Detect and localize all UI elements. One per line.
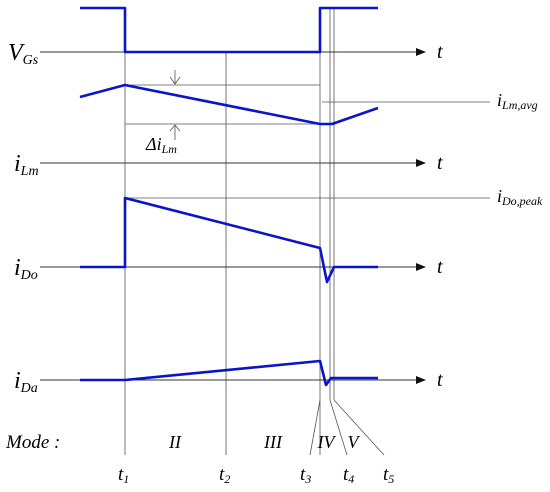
delta-ilm-top-arrow bbox=[169, 70, 181, 85]
ido-label: iDo bbox=[14, 255, 38, 283]
mode-iv-label: IV bbox=[317, 432, 337, 452]
t4-label: t4 bbox=[343, 464, 354, 486]
ido-peak-label: iDo,peak bbox=[497, 186, 543, 208]
vgs-waveform bbox=[80, 6, 378, 54]
t1-label: t1 bbox=[118, 464, 129, 486]
t2-label: t2 bbox=[219, 464, 230, 486]
t3-label: t3 bbox=[300, 464, 311, 486]
mode-ii-label: II bbox=[168, 432, 182, 452]
t5-slant-line bbox=[333, 399, 385, 456]
ido-waveform bbox=[80, 196, 378, 284]
ido-axis-t-label: t bbox=[437, 256, 443, 278]
ilm-avg-label: iLm,avg bbox=[497, 90, 538, 112]
delta-ilm-label: ΔiLm bbox=[145, 134, 177, 156]
t3-slant-line bbox=[309, 399, 321, 456]
ida-label: iDa bbox=[14, 368, 38, 396]
vgs-label: VGs bbox=[8, 40, 39, 68]
mode-label: Mode : bbox=[5, 432, 60, 453]
delta-ilm-bottom-arrow bbox=[169, 124, 181, 140]
vgs-axis-t-label: t bbox=[437, 41, 443, 63]
ilm-waveform bbox=[79, 83, 379, 126]
ida-axis-t-label: t bbox=[437, 369, 443, 391]
t5-label: t5 bbox=[383, 464, 394, 486]
ilm-label: iLm bbox=[14, 151, 39, 179]
t4-slant-line bbox=[329, 399, 348, 456]
ilm-axis-t-label: t bbox=[437, 152, 443, 174]
ida-waveform bbox=[80, 359, 378, 387]
mode-iii-label: III bbox=[263, 432, 283, 452]
mode-v-label: V bbox=[348, 432, 361, 452]
